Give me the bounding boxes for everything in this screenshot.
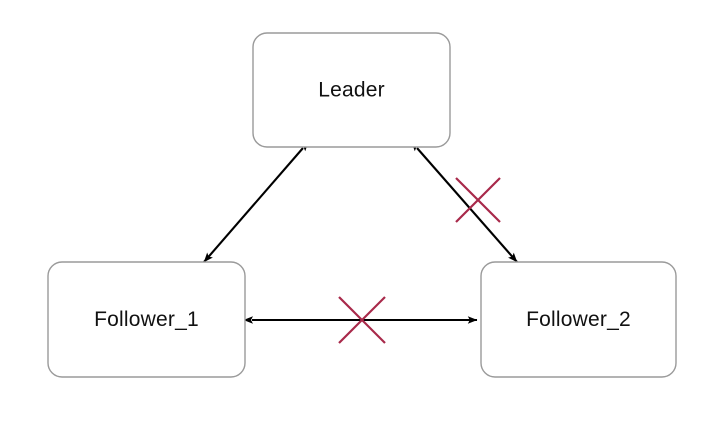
node-leader-box[interactable] xyxy=(252,32,451,148)
edge-leader-follower2 xyxy=(411,141,518,263)
node-follower-1[interactable]: Follower_1 xyxy=(47,261,246,378)
node-follower-2-box[interactable] xyxy=(480,261,677,378)
cross-marks-layer xyxy=(338,177,501,344)
node-follower-2[interactable]: Follower_2 xyxy=(480,261,677,378)
cross-icon-follower1-follower2 xyxy=(338,296,386,344)
cross-stroke-b xyxy=(455,177,501,223)
nodes-layer: Leader Follower_1 Follower_2 xyxy=(47,32,677,378)
node-follower-1-label: Follower_1 xyxy=(94,308,199,331)
node-leader[interactable]: Leader xyxy=(252,32,451,148)
node-follower-1-box[interactable] xyxy=(47,261,246,378)
edge-leader-follower1 xyxy=(203,141,309,263)
node-leader-label: Leader xyxy=(318,79,385,102)
node-follower-2-label: Follower_2 xyxy=(526,308,631,331)
cross-icon-leader-follower2 xyxy=(455,177,501,223)
edges-layer xyxy=(203,141,518,324)
cross-stroke-b xyxy=(338,296,386,344)
